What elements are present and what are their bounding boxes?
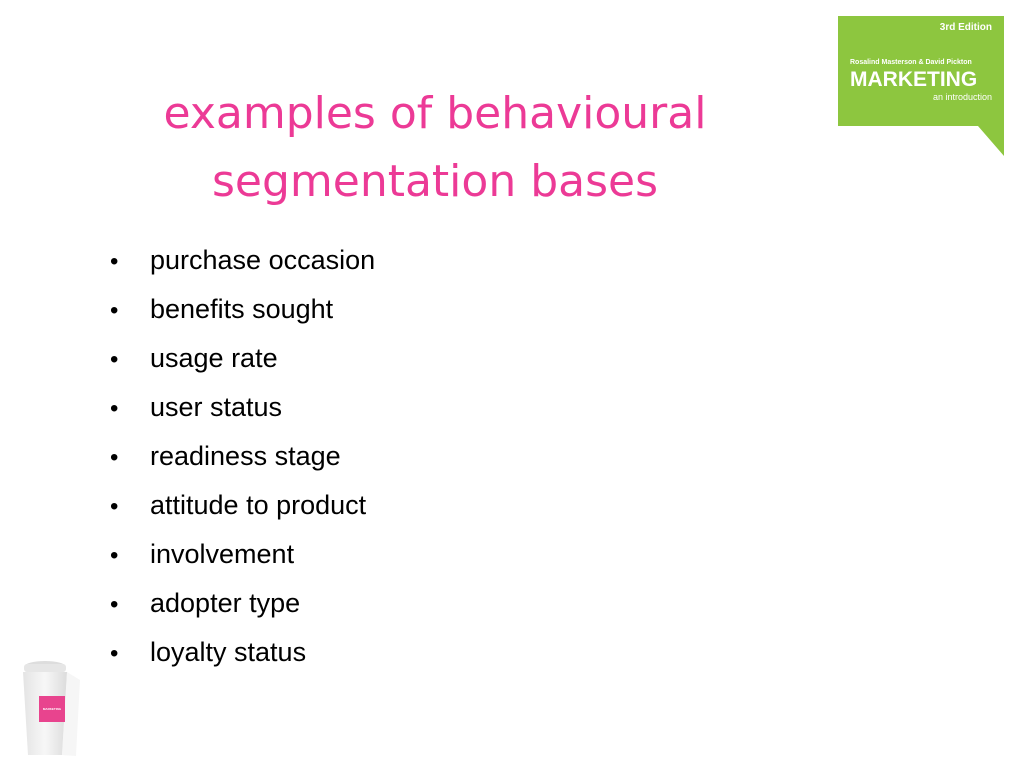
list-item: attitude to product <box>110 490 375 539</box>
bullet-icon <box>110 392 150 423</box>
list-item-text: purchase occasion <box>150 245 376 275</box>
cup-label: MARKETING <box>39 696 65 722</box>
title-line-2: segmentation bases <box>211 156 659 207</box>
list-item-text: benefits sought <box>150 294 334 324</box>
coffee-cup-icon: MARKETING <box>18 660 88 760</box>
list-item-text: adopter type <box>150 588 301 618</box>
book-cover-badge: 3rd Edition Rosalind Masterson & David P… <box>838 16 1004 156</box>
bullet-icon <box>110 245 150 276</box>
list-item: involvement <box>110 539 375 588</box>
slide-title: examples of behavioural segmentation bas… <box>120 80 750 216</box>
list-item-text: readiness stage <box>150 441 341 471</box>
badge-authors: Rosalind Masterson & David Pickton <box>850 59 972 66</box>
list-item-text: usage rate <box>150 343 278 373</box>
bullet-icon <box>110 441 150 472</box>
list-item: benefits sought <box>110 294 375 343</box>
bullet-list: purchase occasion benefits sought usage … <box>110 245 375 686</box>
list-item: adopter type <box>110 588 375 637</box>
badge-subtitle: an introduction <box>932 92 992 102</box>
bullet-icon <box>110 490 150 521</box>
list-item: usage rate <box>110 343 375 392</box>
list-item-text: attitude to product <box>150 490 367 520</box>
badge-edition: 3rd Edition <box>939 22 992 33</box>
title-line-1: examples of behavioural <box>163 88 707 139</box>
list-item-text: user status <box>150 392 283 422</box>
list-item-text: involvement <box>150 539 295 569</box>
badge-title: MARKETING <box>850 68 978 91</box>
list-item-text: loyalty status <box>150 637 307 667</box>
bullet-icon <box>110 637 150 668</box>
bullet-icon <box>110 539 150 570</box>
bullet-icon <box>110 343 150 374</box>
book-badge-shape <box>838 16 1004 156</box>
bullet-icon <box>110 588 150 619</box>
list-item: purchase occasion <box>110 245 375 294</box>
bullet-icon <box>110 294 150 325</box>
list-item: user status <box>110 392 375 441</box>
list-item: loyalty status <box>110 637 375 686</box>
list-item: readiness stage <box>110 441 375 490</box>
